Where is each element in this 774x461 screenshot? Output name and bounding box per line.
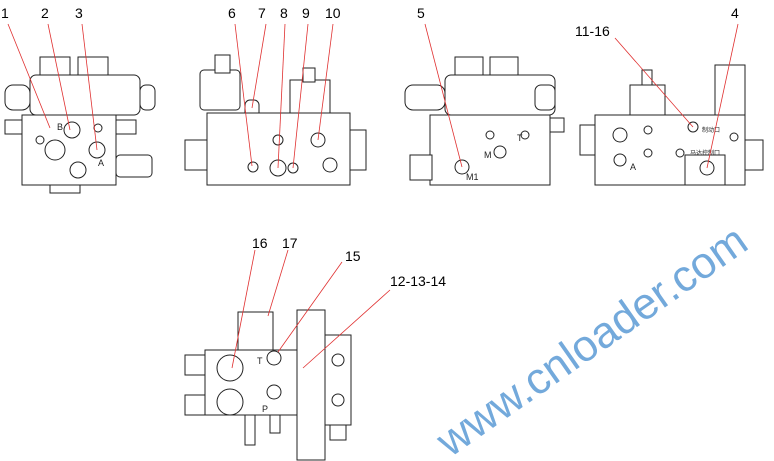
callout-16: 16 bbox=[252, 235, 268, 251]
callout-5: 5 bbox=[417, 5, 425, 21]
port-label-a: A bbox=[98, 158, 104, 168]
callout-3: 3 bbox=[75, 5, 83, 21]
view-2-valve-block bbox=[184, 54, 367, 186]
port-label-m1: M1 bbox=[466, 172, 479, 182]
leader-lines bbox=[7, 23, 739, 369]
callout-1: 1 bbox=[1, 5, 9, 21]
port-label-t: T bbox=[517, 133, 523, 143]
view-1-valve-block bbox=[4, 56, 156, 194]
brake-port-label: 制动口 bbox=[702, 126, 720, 134]
callout-9: 9 bbox=[302, 5, 310, 21]
callout-2: 2 bbox=[41, 5, 49, 21]
port-label-b: B bbox=[57, 122, 63, 132]
port-label-t: T bbox=[257, 356, 263, 366]
callout-8: 8 bbox=[280, 5, 288, 21]
callout-11-16: 11-16 bbox=[575, 23, 610, 39]
port-label-p: P bbox=[262, 404, 268, 414]
port-label-a: A bbox=[630, 162, 636, 172]
callout-7: 7 bbox=[258, 5, 266, 21]
motor-control-port-label: 马达控制口 bbox=[690, 149, 720, 157]
view-3-valve-block bbox=[404, 56, 565, 186]
view-4-valve-block bbox=[579, 64, 764, 186]
view-5-valve-assembly bbox=[184, 309, 352, 461]
port-label-m: M bbox=[484, 150, 492, 160]
callout-17: 17 bbox=[282, 235, 298, 251]
callout-4: 4 bbox=[731, 5, 739, 21]
callout-10: 10 bbox=[325, 5, 341, 21]
callout-12-13-14: 12-13-14 bbox=[390, 273, 446, 289]
watermark: www.cnloader.com bbox=[427, 216, 756, 461]
callout-6: 6 bbox=[228, 5, 236, 21]
callout-15: 15 bbox=[345, 248, 361, 264]
